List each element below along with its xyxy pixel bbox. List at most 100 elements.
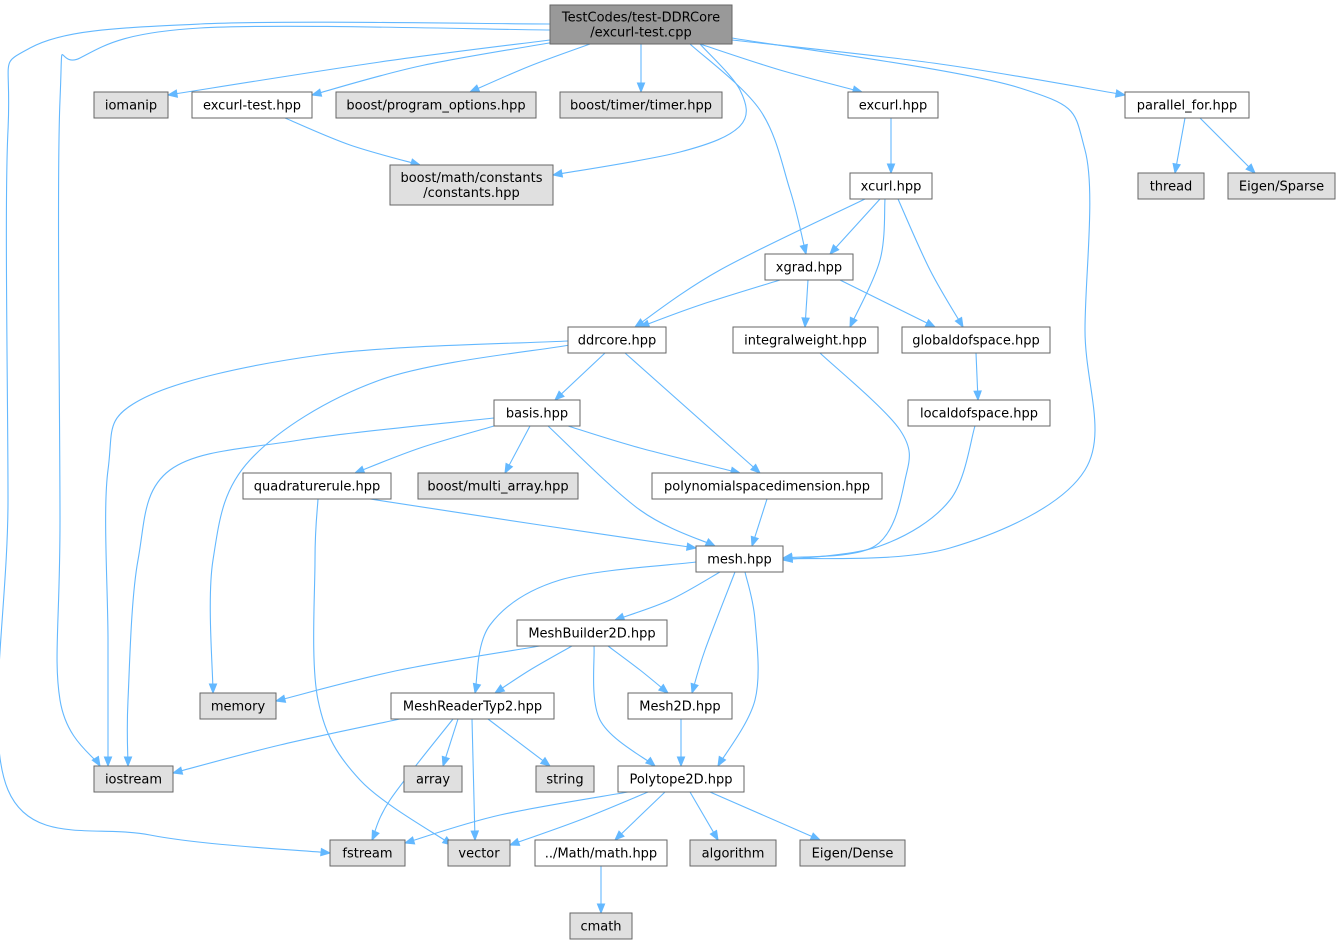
node-box (329, 839, 406, 867)
node-label: MeshReaderTyp2.hpp (403, 700, 542, 715)
edge-arrowhead (636, 82, 646, 94)
edge-meshbuilder2d-to-polytope2d (593, 645, 657, 767)
edge-line (567, 425, 741, 474)
node-fstream: fstream (329, 839, 406, 867)
node-mesh[interactable]: mesh.hpp (695, 545, 784, 573)
edge-meshbuilder2d-to-meshreadertyp2 (493, 645, 573, 694)
edge-line (313, 498, 453, 846)
node-box (847, 91, 939, 119)
edge-polytope2d-to-vector (508, 791, 649, 846)
edge-arrowhead (441, 755, 451, 768)
node-ddrcore[interactable]: ddrcore.hpp (567, 326, 667, 354)
edge-line (639, 279, 781, 328)
edge-meshreadertyp2-to-vector (470, 718, 480, 842)
node-label: cmath (580, 920, 621, 935)
node-label: polynomialspacedimension.hpp (664, 480, 870, 495)
node-label: vector (458, 847, 500, 862)
edge-arrowhead (954, 316, 964, 329)
edge-mesh-to-polytope2d (717, 571, 759, 768)
node-label: TestCodes/test-DDRCore (561, 11, 720, 26)
edge-meshreadertyp2-to-fstream (371, 718, 454, 842)
edge-line (494, 645, 573, 694)
node-array: array (403, 765, 463, 793)
node-basis[interactable]: basis.hpp (493, 399, 581, 427)
node-label: thread (1150, 180, 1193, 195)
node-box (901, 326, 1051, 354)
edge-line (614, 571, 721, 621)
edge-arrowhead (886, 163, 896, 175)
node-xcurl[interactable]: xcurl.hpp (849, 172, 933, 200)
node-box (695, 545, 784, 573)
node-box (569, 912, 633, 940)
node-globaldofspace[interactable]: globaldofspace.hpp (901, 326, 1051, 354)
edge-basis-to-iostream (123, 417, 495, 768)
node-label: boost/multi_array.hpp (427, 480, 568, 495)
edge-ddrcore-to-iostream (103, 340, 569, 768)
node-label: xcurl.hpp (861, 180, 922, 195)
node-box (1124, 91, 1250, 119)
node-label: excurl-test.hpp (203, 99, 301, 114)
node-label: Mesh2D.hpp (639, 700, 720, 715)
edge-line (172, 718, 401, 774)
edge-arrowhead (849, 316, 858, 329)
edge-arrowhead (596, 903, 606, 915)
edge-arrowhead (468, 84, 481, 93)
node-math[interactable]: ../Math/math.hpp (534, 839, 668, 867)
edge-line (469, 43, 591, 93)
node-label: /constants.hpp (423, 186, 520, 201)
edge-globaldofspace-to-localdofspace (973, 352, 982, 402)
edge-arrowhead (91, 755, 101, 768)
edge-arrowhead (310, 88, 323, 97)
node-box (627, 692, 733, 720)
node-multi-array: boost/multi_array.hpp (417, 472, 579, 500)
edge-arrowhead (801, 317, 810, 329)
node-excurl-test[interactable]: excurl-test.hpp (191, 91, 313, 119)
node-cmath: cmath (569, 912, 633, 940)
edge-line (689, 43, 807, 255)
edge-line (607, 645, 669, 694)
node-label: /excurl-test.cpp (590, 26, 691, 41)
edge-arrowhead (676, 756, 686, 768)
edge-integralweight-to-mesh (781, 352, 910, 562)
edge-line (471, 718, 476, 841)
node-string: string (535, 765, 595, 793)
edge-line (487, 718, 551, 767)
edge-arrowhead (809, 832, 822, 841)
edge-basis-to-multi_array (504, 425, 531, 475)
edge-arrowhead (690, 682, 699, 695)
edge-line (311, 41, 556, 96)
edge-line (634, 198, 866, 328)
node-box (559, 91, 723, 119)
node-meshbuilder2d[interactable]: MeshBuilder2D.hpp (516, 619, 668, 647)
node-memory: memory (199, 692, 277, 720)
node-box (493, 399, 581, 427)
node-box (732, 326, 879, 354)
node-xgrad[interactable]: xgrad.hpp (764, 253, 854, 281)
edge-basis-to-quadraturerule (353, 425, 495, 474)
node-parallel-for[interactable]: parallel_for.hpp (1124, 91, 1250, 119)
edge-xcurl-to-globaldofspace (897, 198, 964, 329)
node-box (390, 692, 555, 720)
node-polyspacedim[interactable]: polynomialspacedimension.hpp (651, 472, 883, 500)
node-box (534, 839, 668, 867)
node-box (849, 172, 933, 200)
node-label: Eigen/Sparse (1239, 180, 1324, 195)
node-label: boost/timer/timer.hpp (570, 99, 712, 114)
edge-line (829, 198, 881, 255)
node-localdofspace[interactable]: localdofspace.hpp (907, 399, 1051, 427)
edge-polyspacedim-to-mesh (750, 498, 768, 548)
edge-mesh-to-mesh2d (690, 571, 736, 695)
node-meshreadertyp2[interactable]: MeshReaderTyp2.hpp (390, 692, 555, 720)
edge-root-to-timer (636, 44, 646, 94)
node-integralweight[interactable]: integralweight.hpp (732, 326, 879, 354)
edge-line (614, 791, 666, 841)
node-quadraturerule[interactable]: quadraturerule.hpp (242, 472, 392, 500)
node-excurl[interactable]: excurl.hpp (847, 91, 939, 119)
edge-meshbuilder2d-to-memory (274, 645, 541, 703)
edge-xcurl-to-xgrad (829, 198, 881, 255)
edge-arrowhead (554, 390, 565, 401)
node-polytope2d[interactable]: Polytope2D.hpp (617, 765, 745, 793)
node-mesh2d[interactable]: Mesh2D.hpp (627, 692, 733, 720)
edge-meshbuilder2d-to-mesh2d (607, 645, 670, 694)
